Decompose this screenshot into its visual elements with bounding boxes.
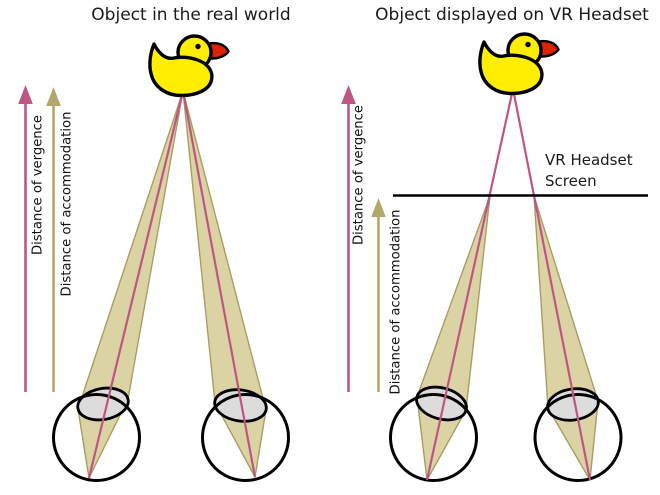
vergence-line — [87, 90, 185, 479]
eyeball-outline — [52, 393, 141, 482]
left-vergence-arrow — [18, 85, 33, 392]
vergence-line — [425, 88, 515, 481]
right-vergence-arrow — [341, 85, 356, 392]
right-panel-left-eye — [389, 195, 491, 482]
virtual-object-duck — [478, 32, 561, 96]
left-accommodation-label: Distance of accommodation — [59, 111, 75, 297]
real-object-duck — [148, 34, 231, 98]
vergence-line — [181, 90, 257, 478]
eyeball-outline — [201, 393, 290, 482]
right-accommodation-arrow — [371, 198, 386, 392]
right-accommodation-label: Distance of accommodation — [388, 209, 404, 395]
left-panel-right-eye — [182, 90, 290, 482]
left-panel-left-eye — [52, 90, 184, 482]
vr-screen-label-line2: Screen — [545, 172, 597, 190]
right-panel-right-eye — [533, 195, 623, 482]
right-vergence-label: Distance of vergence — [351, 104, 367, 246]
vr-screen-label-line1: VR Headset — [545, 151, 633, 169]
eyeball-outline — [389, 393, 478, 482]
left-vergence-label: Distance of vergence — [30, 114, 46, 256]
eyeball-outline — [533, 393, 623, 482]
left-accommodation-arrow — [46, 87, 61, 392]
right-panel-title: Object displayed on VR Headset — [375, 5, 649, 25]
vergence-line — [511, 88, 592, 481]
left-panel-title: Object in the real world — [91, 5, 291, 25]
vr-screen-label: VR Headset Screen — [545, 150, 633, 192]
